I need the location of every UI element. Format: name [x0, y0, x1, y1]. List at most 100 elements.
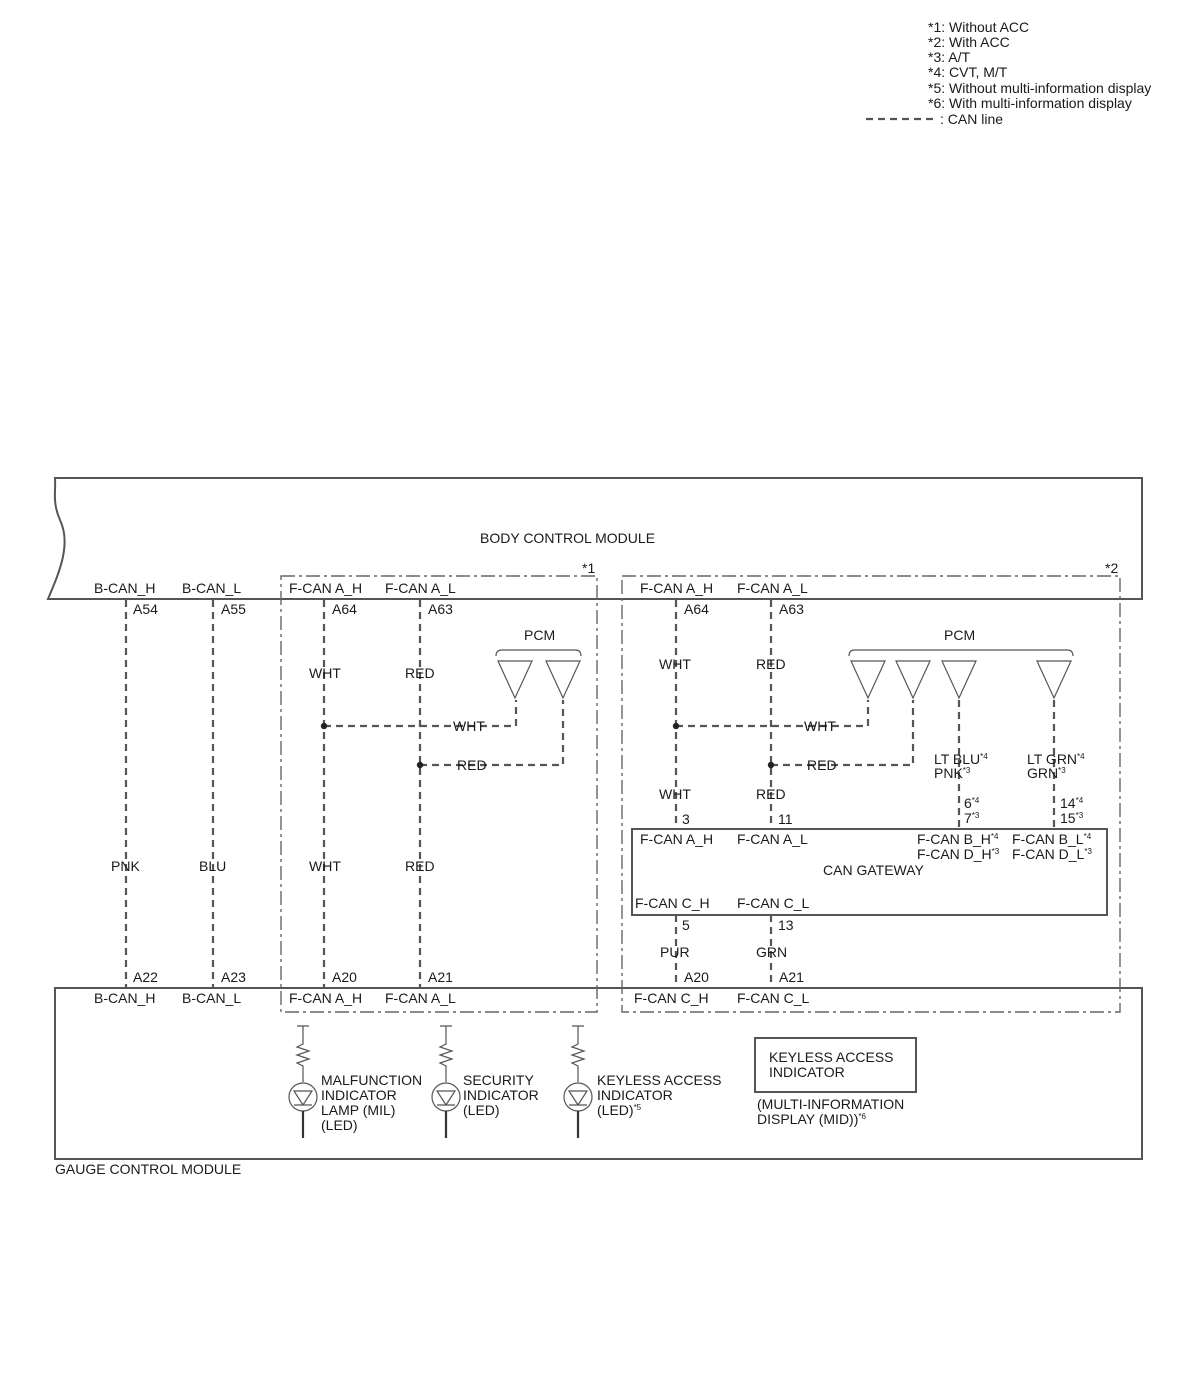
- resistor-icon: [570, 1025, 586, 1082]
- legend: *1: Without ACC *2: With ACC *3: A/T *4:…: [866, 19, 1151, 127]
- legend-note-4: *4: CVT, M/T: [928, 64, 1008, 80]
- pin-a20-1: A20: [332, 969, 357, 985]
- mil-label-4: (LED): [321, 1117, 358, 1133]
- gw-pin-6: 6*4: [964, 795, 980, 811]
- splice-dot-wht-2: [672, 722, 680, 730]
- can-gateway-title: CAN GATEWAY: [823, 862, 925, 878]
- wire-label-wht-pcm-2: WHT: [804, 718, 836, 734]
- legend-can-line: : CAN line: [940, 111, 1003, 127]
- wire-label-red-pcm-1: RED: [457, 757, 487, 773]
- pin-a63-1: A63: [428, 601, 453, 617]
- security-label-3: (LED): [463, 1102, 500, 1118]
- gw-pin-14: 14*4: [1060, 795, 1084, 811]
- gcm-outline: [54, 987, 1143, 1160]
- bcm-pin-fcan-al-1: F-CAN A_L: [385, 580, 456, 596]
- wire-label-wht-2b: WHT: [659, 786, 691, 802]
- pin-a22: A22: [133, 969, 158, 985]
- legend-note-6: *6: With multi-information display: [928, 95, 1132, 111]
- led-icon: [288, 1082, 318, 1112]
- bcm-title: BODY CONTROL MODULE: [480, 530, 655, 546]
- variant-boxes: *1 *2: [280, 560, 1121, 1013]
- gw-fcan-ah: F-CAN A_H: [640, 831, 713, 847]
- gw-fcan-bl: F-CAN B_L*4: [1012, 831, 1092, 847]
- indicator-keyless-led: KEYLESS ACCESS INDICATOR (LED)*5: [563, 1025, 722, 1138]
- pcm-bracket-1: [495, 649, 582, 657]
- gw-pin-11: 11: [778, 811, 793, 827]
- gw-fcan-dh: F-CAN D_H*3: [917, 846, 1000, 862]
- gw-pin-13: 13: [778, 917, 794, 933]
- bcm-pin-fcan-ah-2: F-CAN A_H: [640, 580, 713, 596]
- pin-a64-1: A64: [332, 601, 357, 617]
- legend-note-5: *5: Without multi-information display: [928, 80, 1151, 96]
- wire-label-blu: BLU: [199, 858, 226, 874]
- splice-dot-red-1: [416, 761, 424, 769]
- bcm-pin-fcan-ah-1: F-CAN A_H: [289, 580, 362, 596]
- wire-label-wht-pcm-1: WHT: [453, 718, 485, 734]
- pin-a21-1: A21: [428, 969, 453, 985]
- gauge-control-module: GAUGE CONTROL MODULE B-CAN_H B-CAN_L F-C…: [54, 987, 1143, 1177]
- led-icon: [563, 1082, 593, 1112]
- wire-label-pnk-3: PNK*3: [934, 765, 971, 781]
- bcm-pin-fcan-al-2: F-CAN A_L: [737, 580, 808, 596]
- pin-a64-2: A64: [684, 601, 709, 617]
- wire-label-red-1a: RED: [405, 665, 435, 681]
- gcm-pin-fcan-al: F-CAN A_L: [385, 990, 456, 1006]
- resistor-icon: [295, 1025, 311, 1082]
- gw-fcan-bh: F-CAN B_H*4: [917, 831, 999, 847]
- keyless-box-label-1: KEYLESS ACCESS: [769, 1049, 894, 1065]
- wire-label-wht-1a: WHT: [309, 665, 341, 681]
- gcm-pin-fcan-ah: F-CAN A_H: [289, 990, 362, 1006]
- pcm-terminal-1b: [545, 660, 581, 700]
- pcm-label-1: PCM: [524, 627, 555, 643]
- pcm-terminal-1a: [497, 660, 533, 700]
- gcm-pin-bcan-h: B-CAN_H: [94, 990, 155, 1006]
- bcan-wires: A54 PNK A22 A55 BLU A23: [111, 600, 246, 988]
- mil-label-2: INDICATOR: [321, 1087, 397, 1103]
- gw-fcan-dl: F-CAN D_L*3: [1012, 846, 1092, 862]
- keyless-mid-box: [754, 1037, 917, 1093]
- variant-label-1: *1: [582, 560, 595, 576]
- wire-label-red-2b: RED: [756, 786, 786, 802]
- pin-a20-2: A20: [684, 969, 709, 985]
- pin-a54: A54: [133, 601, 158, 617]
- wire-label-wht-2a: WHT: [659, 656, 691, 672]
- wire-label-pur: PUR: [660, 944, 690, 960]
- wire-label-red-2a: RED: [756, 656, 786, 672]
- wire-red-pcm-1: [420, 700, 565, 767]
- wire-label-grn-3: GRN*3: [1027, 765, 1066, 781]
- splice-dot-wht-1: [320, 722, 328, 730]
- led-icon: [431, 1082, 461, 1112]
- wire-wht-pcm-1: [324, 700, 518, 728]
- can-gateway-box: [631, 828, 1108, 916]
- wire-label-wht-1b: WHT: [309, 858, 341, 874]
- gw-fcan-ch: F-CAN C_H: [635, 895, 710, 911]
- pin-a23: A23: [221, 969, 246, 985]
- gw-fcan-cl: F-CAN C_L: [737, 895, 810, 911]
- indicator-mil: MALFUNCTION INDICATOR LAMP (MIL) (LED): [288, 1025, 422, 1138]
- gw-pin-15: 15*3: [1060, 810, 1084, 826]
- pcm-terminal-2d: [1036, 660, 1072, 700]
- gcm-title: GAUGE CONTROL MODULE: [55, 1161, 241, 1177]
- pin-a55: A55: [221, 601, 246, 617]
- variant-label-2: *2: [1105, 560, 1118, 576]
- variant-box-2: [621, 575, 1121, 1013]
- indicator-security: SECURITY INDICATOR (LED): [431, 1025, 539, 1138]
- mil-label-3: LAMP (MIL): [321, 1102, 395, 1118]
- pcm-bracket-2: [848, 649, 1074, 657]
- splice-dot-red-2: [767, 761, 775, 769]
- resistor-icon: [438, 1025, 454, 1082]
- wire-label-red-pcm-2: RED: [807, 757, 837, 773]
- wire-label-lt-grn: LT GRN*4: [1027, 751, 1085, 767]
- pin-a21-2: A21: [779, 969, 804, 985]
- led-symbol-icon: [567, 1090, 589, 1107]
- wire-label-grn: GRN: [756, 944, 787, 960]
- bcm-outline: [46, 477, 1143, 600]
- gw-pin-3: 3: [682, 811, 690, 827]
- pcm-terminal-2b: [895, 660, 931, 700]
- legend-note-3: *3: A/T: [928, 49, 970, 65]
- mid-label-2: DISPLAY (MID))*6: [757, 1111, 867, 1127]
- body-control-module: BODY CONTROL MODULE B-CAN_H B-CAN_L F-CA…: [46, 477, 1143, 600]
- gcm-pin-fcan-ch: F-CAN C_H: [634, 990, 709, 1006]
- wire-red-pcm-2: [771, 700, 915, 767]
